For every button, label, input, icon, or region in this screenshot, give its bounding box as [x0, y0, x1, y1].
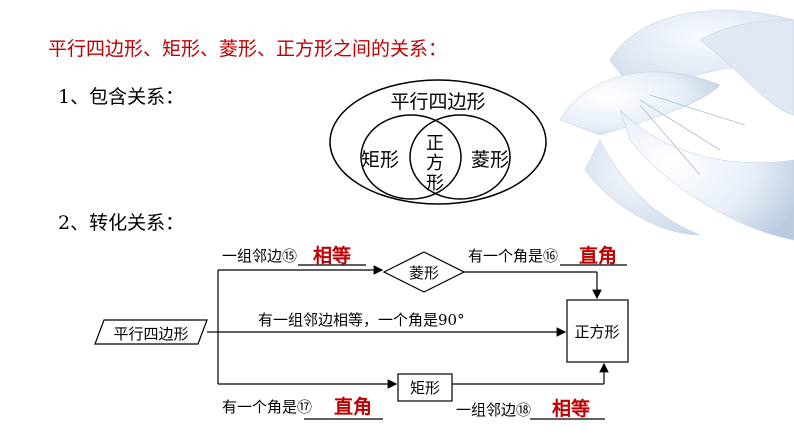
- edge-top-left-answer: 相等: [313, 244, 351, 267]
- venn-rectangle-circle: [360, 114, 462, 200]
- node-rhombus-label: 菱形: [409, 264, 439, 282]
- node-rectangle-shape: [397, 373, 453, 402]
- venn-outer-label: 平行四边形: [390, 91, 485, 113]
- venn-left-label: 矩形: [361, 149, 399, 171]
- edge-bottom-right-text: 一组邻边⑱: [456, 401, 531, 419]
- venn-outer-parallelogram: [329, 79, 547, 205]
- node-rectangle-label: 矩形: [410, 379, 440, 397]
- edge-bottom-left-answer: 直角: [334, 395, 372, 418]
- node-square-label: 正方形: [574, 323, 619, 341]
- edge-top-left-text: 一组邻边⑮: [222, 247, 297, 265]
- venn-rhombus-circle: [409, 114, 511, 200]
- node-square-shape: [566, 299, 629, 363]
- section-heading-inclusion: 1、包含关系：: [58, 86, 185, 108]
- edge-bottom-left-text: 有一个角是⑰: [222, 398, 312, 416]
- page-title: 平行四边形、矩形、菱形、正方形之间的关系：: [48, 38, 448, 60]
- venn-right-label: 菱形: [471, 149, 509, 171]
- edge-top-right-answer: 直角: [579, 244, 617, 267]
- edge-middle-text: 有一组邻边相等，一个角是90°: [258, 311, 465, 329]
- venn-center-char-3: 形: [426, 173, 444, 194]
- node-parallelogram-label: 平行四边形: [113, 325, 188, 343]
- node-parallelogram-shape: [94, 319, 208, 345]
- section-heading-transformation: 2、转化关系：: [58, 212, 185, 234]
- edge-top-right-text: 有一个角是⑯: [468, 247, 558, 265]
- venn-center-char-1: 正: [426, 133, 444, 154]
- edge-bottom-right-answer: 相等: [552, 397, 590, 420]
- venn-center-char-2: 方: [426, 153, 444, 174]
